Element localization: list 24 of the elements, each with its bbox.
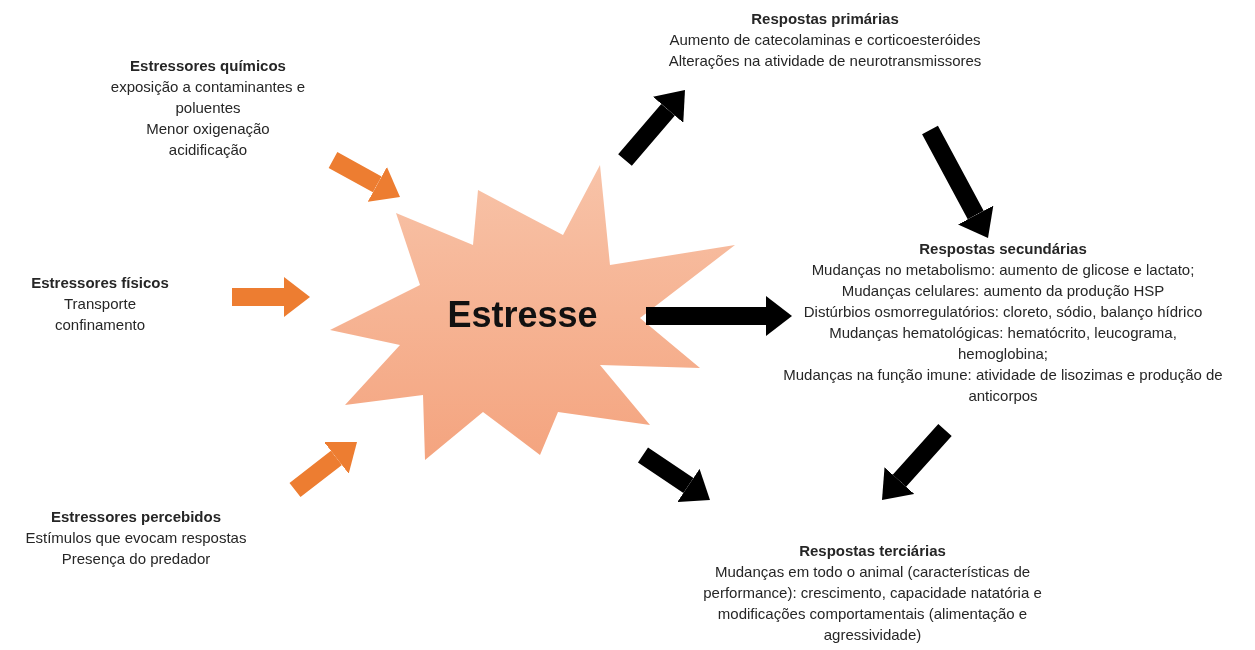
node-text: acidificação — [167, 140, 249, 160]
node-text: Mudanças em todo o animal (características de performance): crescimento, capacidade natatória e modificações comportamentais (alimentação e agressividade) — [702, 562, 1043, 645]
node-text: Estímulos que evocam respostas — [24, 528, 248, 548]
node-text: Transporte — [63, 294, 137, 314]
node-text: Mudanças hematológicas: hematócrito, leucograma, hemoglobina; — [828, 323, 1178, 364]
node-heading: Respostas terciárias — [798, 541, 947, 561]
center-label: Estresse — [447, 294, 598, 336]
block-arrow — [646, 296, 792, 336]
node-text: Aumento de catecolaminas e corticoesteróides — [668, 30, 982, 50]
node-text: Distúrbios osmorregulatórios: cloreto, sódio, balanço hídrico — [802, 302, 1204, 322]
node-heading: Estressores químicos — [129, 56, 287, 76]
node-heading: Estressores físicos — [30, 273, 170, 293]
node-text: Presença do predador — [60, 549, 212, 569]
node-text: Mudanças celulares: aumento da produção HSP — [840, 281, 1166, 301]
node-text: Mudanças no metabolismo: aumento de glicose e lactato; — [810, 260, 1196, 280]
node-text: Mudanças na função imune: atividade de lisozimas e produção de anticorpos — [783, 365, 1223, 406]
node-heading: Respostas primárias — [750, 9, 900, 29]
node-heading: Estressores percebidos — [49, 507, 223, 527]
node-text: Menor oxigenação — [145, 119, 271, 139]
node-text: Alterações na atividade de neurotransmissores — [667, 51, 983, 71]
block-arrow — [232, 277, 310, 317]
node-heading: Respostas secundárias — [918, 239, 1088, 259]
node-text: exposição a contaminantes e poluentes — [109, 77, 307, 118]
node-text: confinamento — [53, 315, 147, 335]
